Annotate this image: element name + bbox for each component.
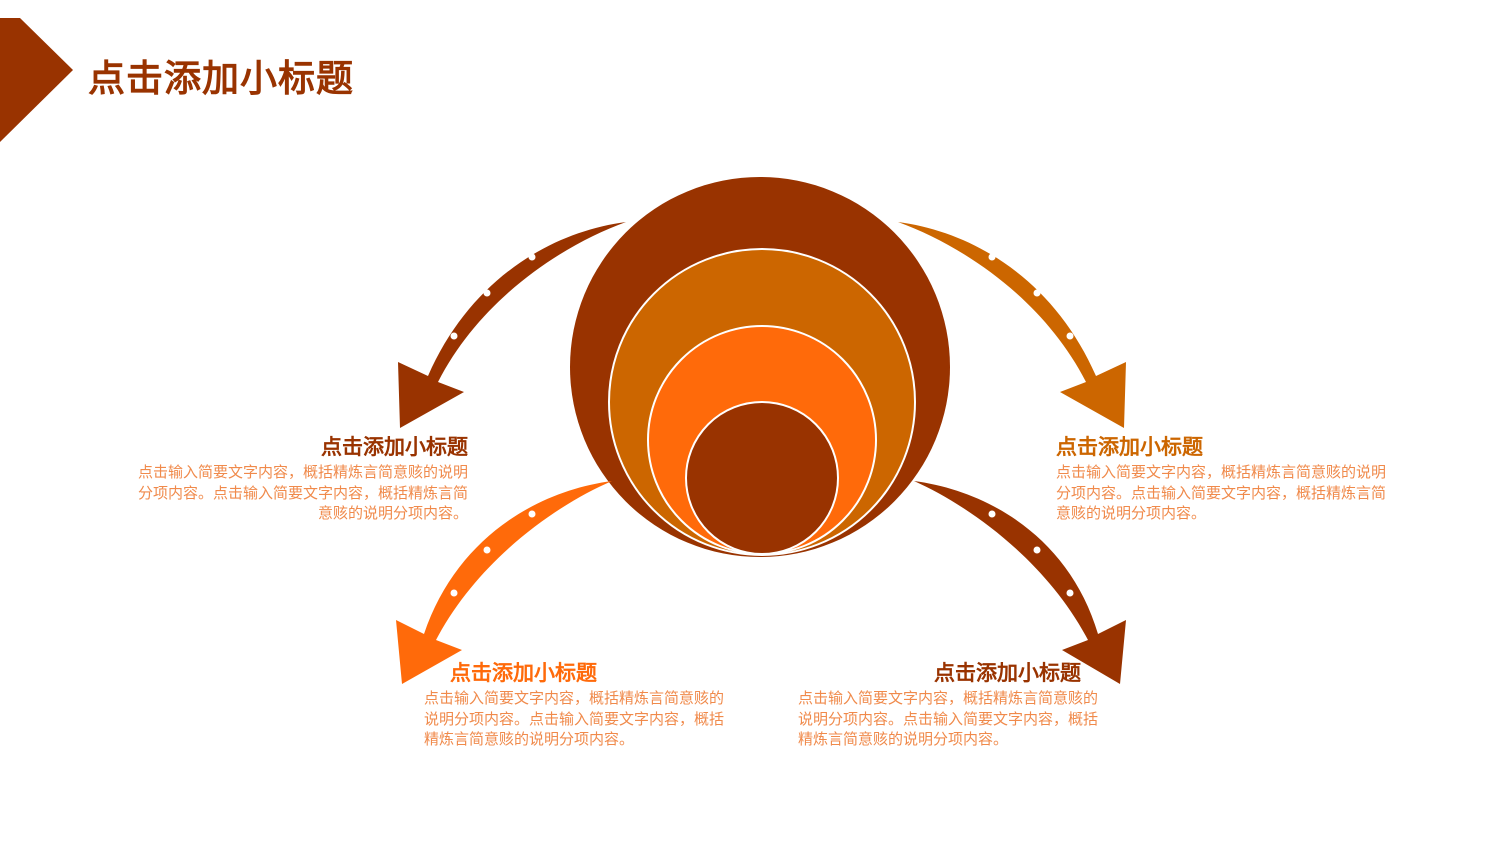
- arrow-top-left: [398, 222, 626, 428]
- text-block-bottom-right: 点击添加小标题 点击输入简要文字内容，概括精炼言简意赅的说明分项内容。点击输入简…: [798, 660, 1101, 750]
- text-block-top-right: 点击添加小标题 点击输入简要文字内容，概括精炼言简意赅的说明分项内容。点击输入简…: [1056, 434, 1392, 524]
- block-title: 点击添加小标题: [1056, 435, 1203, 459]
- arrow-bottom-right: [914, 481, 1126, 684]
- text-block-bottom-left: 点击添加小标题 点击输入简要文字内容，概括精炼言简意赅的说明分项内容。点击输入简…: [424, 660, 727, 750]
- block-body: 点击输入简要文字内容，概括精炼言简意赅的说明分项内容。点击输入简要文字内容，概括…: [1056, 463, 1387, 522]
- block-title: 点击添加小标题: [934, 661, 1081, 685]
- inner-circle: [685, 401, 839, 555]
- corner-arrow-decoration: [0, 18, 73, 142]
- arrow-bottom-left: [396, 481, 612, 684]
- text-block-top-left: 点击添加小标题 点击输入简要文字内容，概括精炼言简意赅的说明分项内容。点击输入简…: [132, 434, 468, 524]
- block-title: 点击添加小标题: [450, 661, 597, 685]
- block-title: 点击添加小标题: [321, 435, 468, 459]
- block-body: 点击输入简要文字内容，概括精炼言简意赅的说明分项内容。点击输入简要文字内容，概括…: [798, 689, 1099, 748]
- block-body: 点击输入简要文字内容，概括精炼言简意赅的说明分项内容。点击输入简要文字内容，概括…: [424, 689, 725, 748]
- page-title: 点击添加小标题: [88, 57, 354, 100]
- block-body: 点击输入简要文字内容，概括精炼言简意赅的说明分项内容。点击输入简要文字内容，概括…: [137, 463, 468, 522]
- arrow-top-right: [898, 222, 1126, 428]
